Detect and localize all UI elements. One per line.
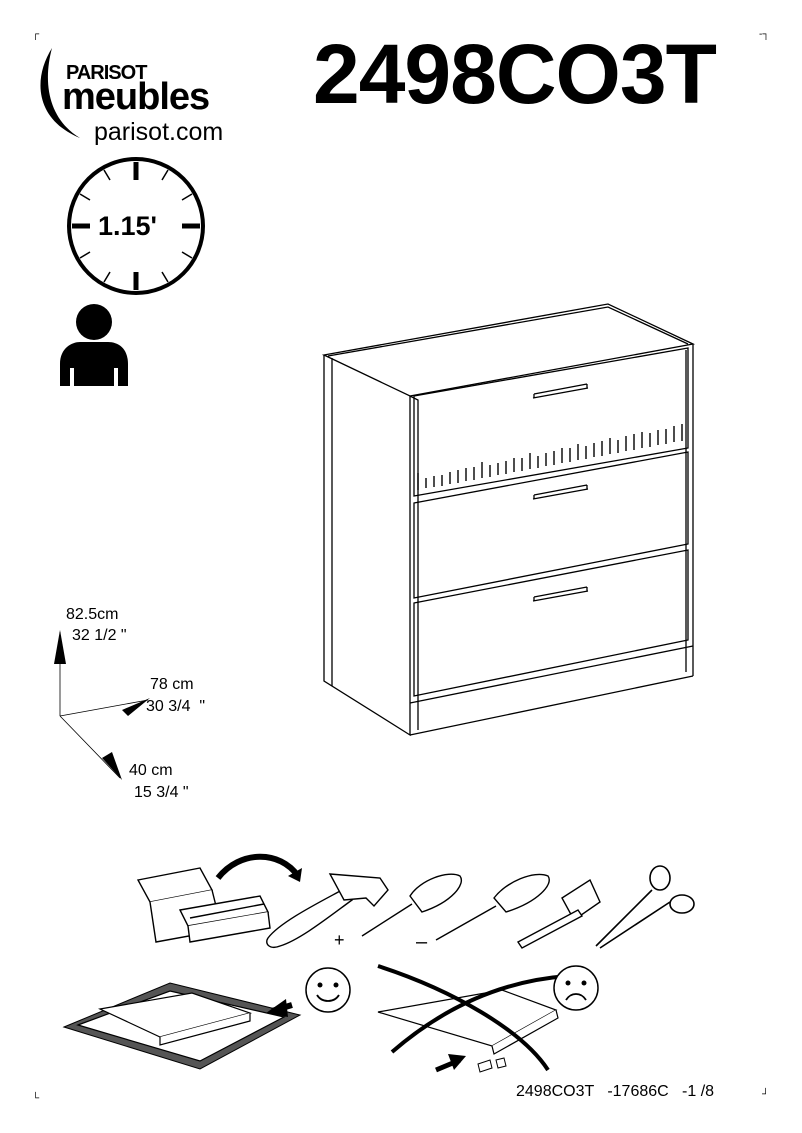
scissors-icon [595, 865, 695, 949]
logo-swoosh-icon [40, 48, 80, 138]
height-inches: 32 1/2 " [72, 627, 127, 644]
crop-mark-top-right: -┐ [759, 29, 770, 40]
width-arrow-icon [122, 698, 150, 716]
width-inches: 30 3/4 " [146, 698, 206, 715]
minus-sign: – [416, 931, 428, 953]
logo-word: meubles [62, 76, 210, 118]
depth-cm: 40 cm [129, 762, 173, 779]
tape-measure-icon [516, 878, 601, 949]
logo-brand: PARISOT [66, 62, 147, 84]
width-cm: 78 cm [150, 676, 194, 693]
dimension-axes [54, 630, 150, 780]
tools-row: + – [136, 853, 695, 953]
chest-of-drawers-drawing [321, 303, 696, 737]
assembly-time: 1.15' [98, 211, 157, 241]
depth-arrow-icon [102, 752, 122, 780]
crop-mark-top-left: ┌ [32, 29, 40, 40]
arrow-curve-icon [215, 853, 301, 880]
person-icon [60, 304, 128, 386]
height-cm: 82.5cm [66, 606, 119, 623]
plus-sign: + [334, 930, 345, 950]
smiley-face-icon [305, 967, 351, 1013]
sad-face-icon [553, 965, 599, 1011]
toolbox-icon [136, 867, 271, 943]
height-arrow-icon [54, 630, 66, 664]
flat-screwdriver-icon [435, 873, 550, 941]
phillips-screwdriver-icon [361, 873, 462, 937]
footer-reference: 2498CO3T -17686C -1 /8 [516, 1083, 715, 1100]
model-number-title: 2498CO3T [313, 27, 717, 121]
hammer-icon [266, 873, 389, 948]
bad-surface-floor [377, 964, 569, 1073]
depth-inches: 15 3/4 " [134, 784, 189, 801]
good-surface-rug [62, 982, 302, 1070]
crop-mark-bottom-left: └ [32, 1093, 40, 1104]
ruler-decoration [417, 424, 683, 490]
website-url: parisot.com [94, 118, 224, 146]
crop-mark-bottom-right: ┘ [762, 1089, 770, 1100]
clock-icon [67, 157, 205, 295]
